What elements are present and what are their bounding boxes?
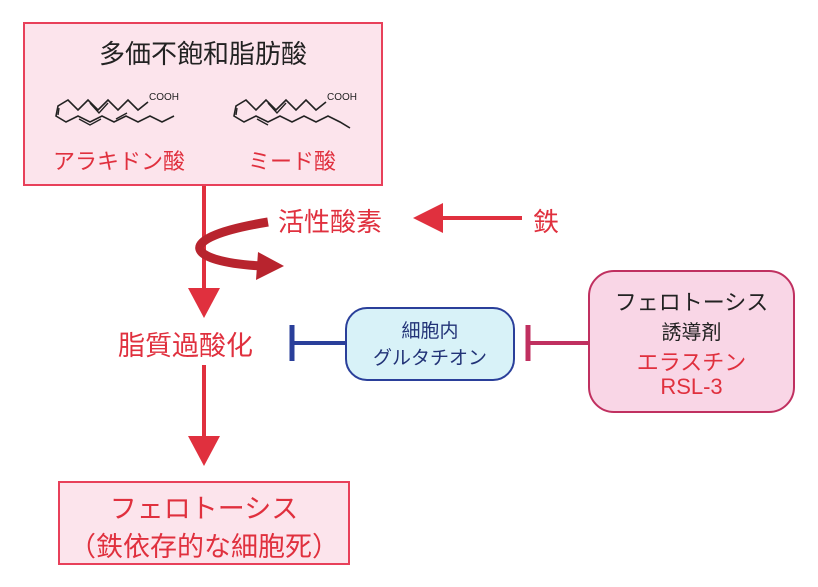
ferroptosis-line1: フェロトーシス	[109, 494, 299, 525]
mead-acid-label: ミード酸	[247, 150, 336, 175]
pufa-title: 多価不飽和脂肪酸	[98, 40, 307, 70]
ros-label: 活性酸素	[278, 208, 383, 238]
ros-curved-arrow	[195, 217, 269, 271]
lipid-peroxidation-label: 脂質過酸化	[118, 331, 253, 362]
ros-curved-arrow-head	[256, 252, 284, 280]
arrow-pufa-to-lpo-head	[188, 288, 220, 318]
arrow-iron-to-ros-head	[413, 203, 443, 233]
inducer-line4: RSL-3	[660, 374, 723, 399]
iron-label: 鉄	[533, 208, 560, 238]
glutathione-line1: 細胞内	[401, 320, 459, 342]
mead-acid-structure: COOH	[233, 92, 357, 129]
arachidonic-acid-cooh: COOH	[149, 92, 179, 103]
glutathione-line2: グルタチオン	[372, 347, 487, 369]
ferroptosis-box	[58, 481, 350, 565]
arachidonic-acid-label: アラキドン酸	[52, 150, 185, 175]
inducer-line3: エラスチン	[636, 351, 747, 376]
inducer-box	[588, 270, 795, 413]
glutathione-box	[345, 307, 515, 381]
inducer-line2: 誘導剤	[661, 320, 722, 344]
ferroptosis-line2: （鉄依存的な細胞死）	[69, 532, 339, 563]
arrow-lpo-to-ferroptosis-head	[188, 436, 220, 466]
arachidonic-acid-structure: COOH	[55, 92, 179, 126]
inducer-line1: フェロトーシス	[614, 291, 769, 316]
mead-acid-cooh: COOH	[327, 92, 357, 103]
